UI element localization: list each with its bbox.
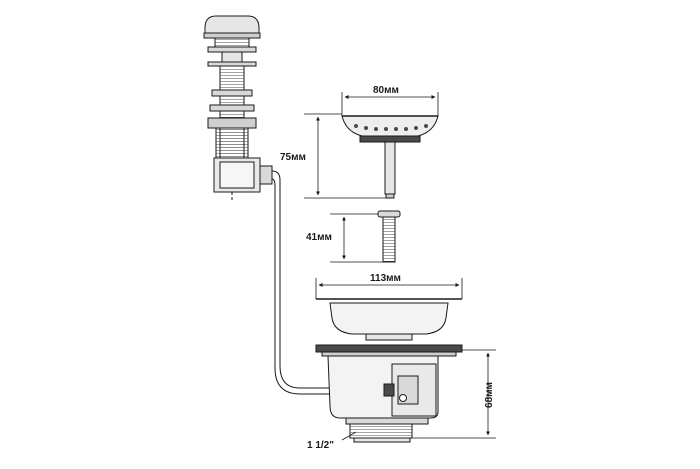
bowl <box>329 302 449 335</box>
tube-lower <box>215 127 249 159</box>
knurled-ring <box>214 37 250 48</box>
dimension-lines <box>304 92 496 441</box>
sink-bowl-plate <box>316 298 462 341</box>
strainer-seal <box>359 135 421 143</box>
label-screw-length: 41мм <box>306 232 332 243</box>
drain-body <box>315 344 463 443</box>
overflow-hose <box>271 170 388 395</box>
thread-leader <box>341 431 357 441</box>
screw-shank <box>382 216 396 263</box>
knob-base <box>203 32 261 39</box>
connecting-screw <box>377 210 401 263</box>
elbow-inner <box>219 161 255 189</box>
nut-upper <box>211 89 253 97</box>
port-screw <box>399 394 407 402</box>
strainer-basket <box>341 115 439 199</box>
label-thread-size: 1 1/2" <box>307 440 334 451</box>
stem-upper <box>221 51 243 63</box>
label-strainer-width: 80мм <box>373 85 399 96</box>
washer-1 <box>207 46 257 53</box>
label-strainer-height: 75мм <box>280 152 306 163</box>
outlet-neck <box>345 417 429 425</box>
body-ring <box>321 351 457 357</box>
outlet-tail <box>353 437 411 443</box>
knob-cap <box>204 15 260 35</box>
nut-mid <box>209 104 255 112</box>
label-plate-width: 113мм <box>370 273 401 284</box>
nut-lower <box>207 117 257 129</box>
label-body-height: 68мм <box>483 382 495 408</box>
strainer-stem <box>384 141 396 195</box>
washer-2 <box>207 61 257 67</box>
elbow-outlet <box>259 165 273 185</box>
outlet-thread <box>349 423 413 439</box>
bowl-neck <box>365 333 413 341</box>
overflow-knob-assembly <box>203 15 273 202</box>
screw-head <box>377 210 401 218</box>
stem-tip <box>385 193 395 199</box>
body-flange <box>315 344 463 353</box>
strainer-holes <box>354 124 428 131</box>
port-connector <box>383 383 395 397</box>
